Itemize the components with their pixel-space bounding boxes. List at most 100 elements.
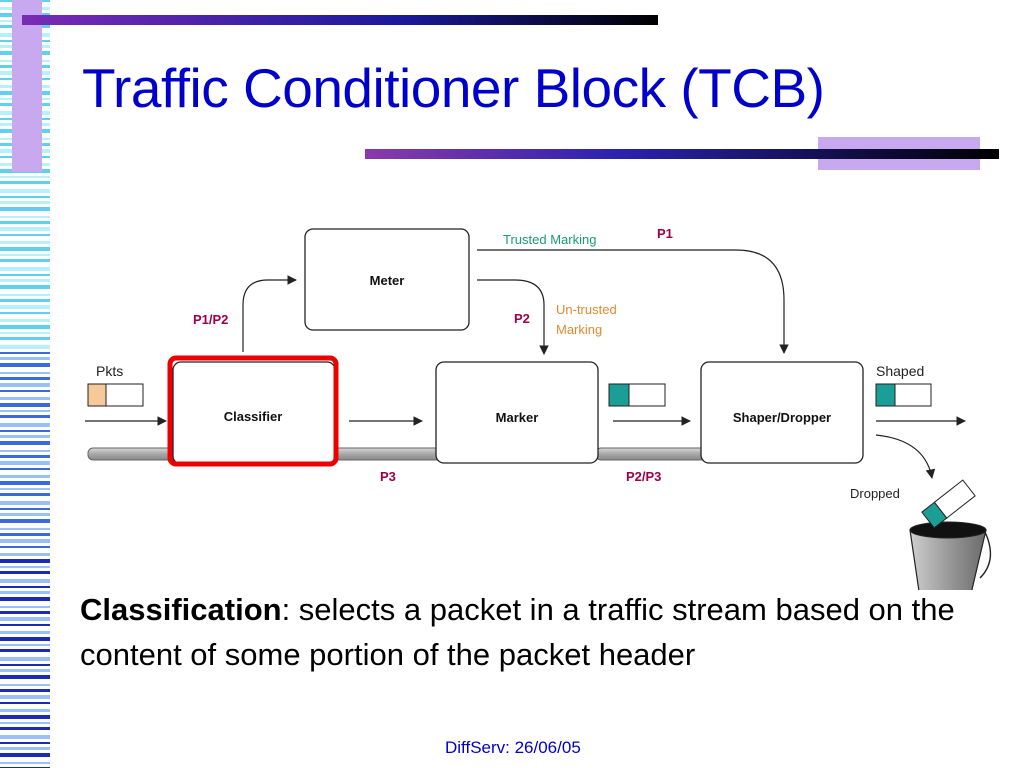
stripe	[0, 345, 50, 349]
stripe	[0, 669, 50, 672]
stripe	[0, 709, 50, 712]
shaper-label: Shaper/Dropper	[733, 410, 831, 425]
arrow-shaper-dropped	[875, 434, 936, 479]
pipe-classifier-marker	[332, 447, 442, 461]
decorative-bars	[12, 0, 999, 172]
stripe	[0, 352, 50, 354]
stripe	[0, 468, 50, 470]
stripe	[0, 294, 50, 296]
label-p2: P2	[514, 311, 530, 326]
stripe	[0, 305, 50, 309]
stripe	[0, 455, 50, 458]
stripe	[0, 415, 50, 418]
label-p3: P3	[380, 469, 396, 484]
stripe	[0, 695, 50, 699]
stripe	[0, 285, 50, 289]
stripe	[0, 528, 50, 530]
stripe	[0, 247, 50, 251]
stripe	[0, 475, 50, 478]
label-p1: P1	[657, 226, 673, 241]
stripe	[0, 196, 50, 198]
stripe	[0, 559, 50, 563]
stripe	[0, 357, 50, 360]
stripe	[0, 259, 50, 262]
label-p1p2: P1/P2	[193, 312, 228, 327]
label-untrusted-2: Marking	[556, 322, 602, 337]
stripe	[0, 753, 50, 757]
stripe	[0, 410, 50, 412]
marker-block	[435, 361, 599, 464]
stripe	[0, 657, 50, 661]
caption-term: Classification	[80, 592, 282, 627]
stripe	[0, 481, 50, 485]
stripe	[0, 397, 50, 400]
stripe	[0, 189, 50, 193]
label-untrusted-1: Un-trusted	[556, 302, 617, 317]
stripe	[0, 675, 50, 679]
stripe	[0, 684, 50, 686]
stripe	[0, 221, 50, 224]
stripe	[0, 450, 50, 452]
stripe	[0, 519, 50, 523]
stripe	[0, 553, 50, 556]
input-packet	[87, 383, 144, 407]
label-shaped: Shaped	[876, 363, 924, 379]
stripe	[0, 312, 50, 314]
stripe	[0, 579, 50, 583]
classification-caption: Classification: selects a packet in a tr…	[80, 588, 980, 678]
meter-label: Meter	[370, 273, 405, 288]
stripe	[0, 319, 50, 322]
stripe	[0, 216, 50, 218]
stripe	[0, 488, 50, 490]
stripe	[0, 649, 50, 652]
stripe	[0, 664, 50, 666]
stripe	[0, 727, 50, 730]
marked-packet	[608, 383, 666, 407]
stripe	[0, 383, 50, 387]
stripe	[0, 254, 50, 256]
stripe	[0, 586, 50, 588]
stripe	[0, 546, 50, 548]
stripe	[0, 762, 50, 764]
pipe-marker-shaper	[595, 447, 707, 461]
stripe	[0, 332, 50, 334]
stripe	[0, 715, 50, 719]
stripe	[0, 644, 50, 646]
label-trusted-marking: Trusted Marking	[503, 232, 596, 247]
stripe	[0, 508, 50, 510]
slide-title: Traffic Conditioner Block (TCB)	[82, 57, 825, 119]
stripe	[0, 493, 50, 496]
stripe	[0, 299, 50, 302]
caption-definition: : selects a packet in a traffic stream b…	[80, 592, 955, 672]
stripe	[0, 591, 50, 594]
stripe	[0, 234, 50, 236]
stripe	[0, 566, 50, 568]
stripe	[0, 176, 50, 178]
stripe	[0, 702, 50, 704]
meter-block	[304, 228, 470, 331]
stripe	[0, 624, 50, 626]
stripe	[0, 606, 50, 608]
label-dropped: Dropped	[850, 486, 900, 501]
drop-bucket	[909, 521, 992, 590]
stripe	[0, 241, 50, 244]
label-pkts: Pkts	[96, 363, 123, 379]
stripe	[0, 403, 50, 407]
stripe	[0, 611, 50, 614]
stripe	[0, 513, 50, 516]
stripe	[0, 742, 50, 744]
stripe	[0, 363, 50, 367]
stripe	[0, 325, 50, 329]
stripe	[0, 435, 50, 438]
stripe	[0, 539, 50, 543]
stripe	[0, 423, 50, 427]
stripe	[0, 501, 50, 505]
stripe	[0, 617, 50, 621]
top-accent-block	[12, 0, 42, 172]
arrow-classifier-meter	[242, 275, 297, 352]
slide-footer: DiffServ: 26/06/05	[445, 738, 581, 757]
arrow-meter-shaper	[477, 249, 789, 354]
stripe	[0, 689, 50, 692]
stripe	[0, 207, 50, 211]
stripe	[0, 390, 50, 392]
